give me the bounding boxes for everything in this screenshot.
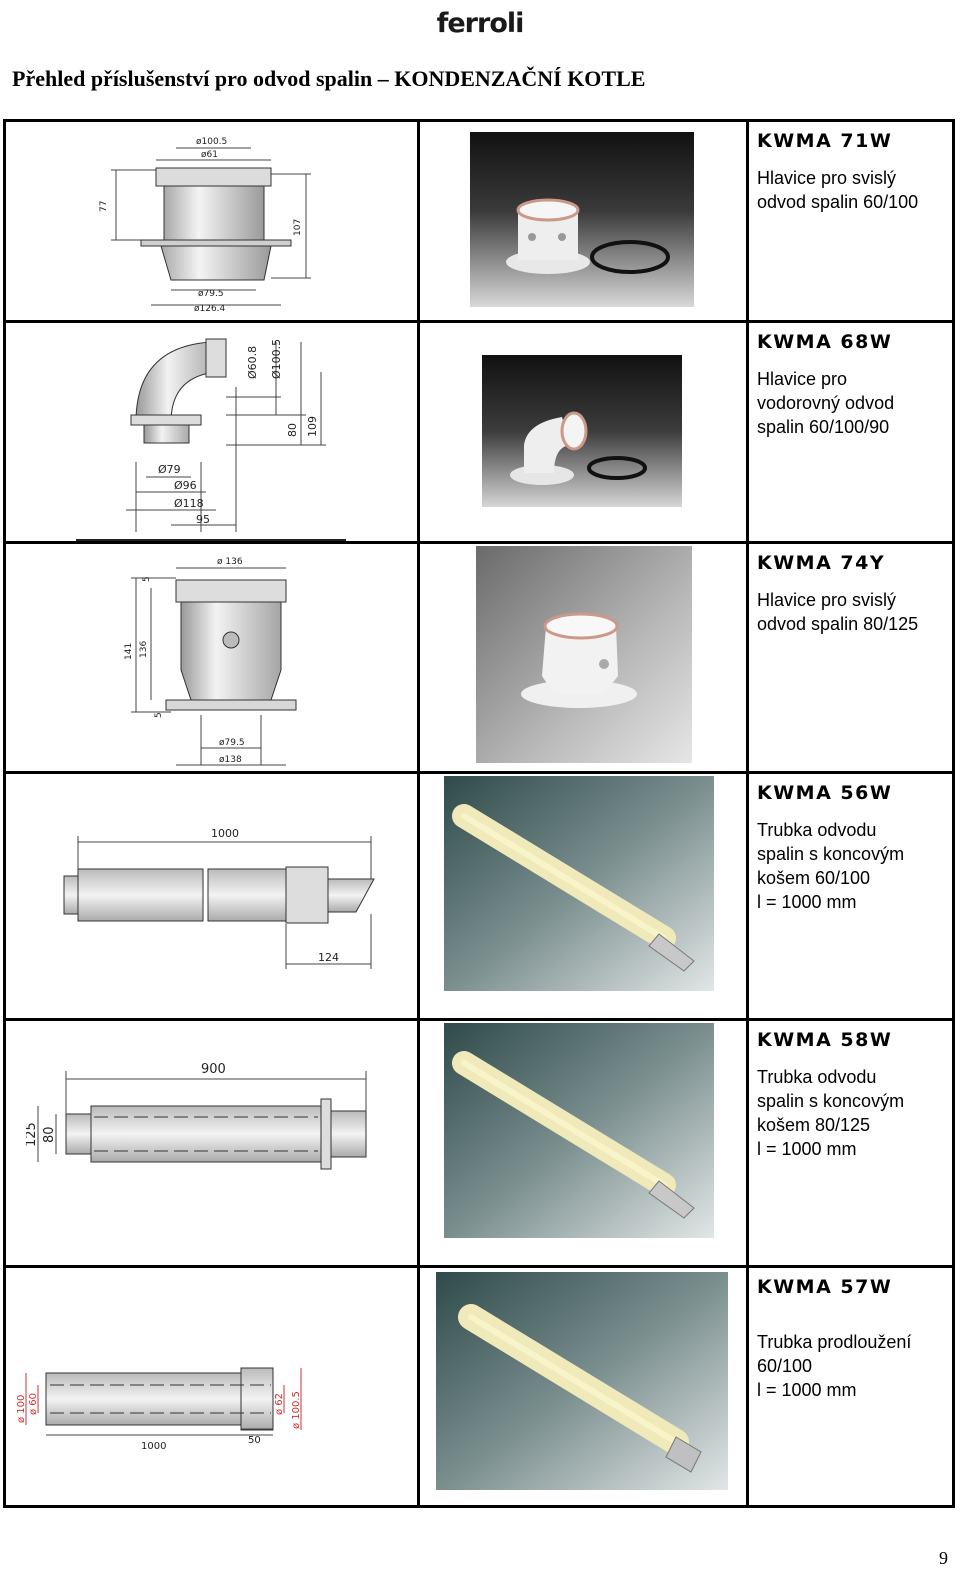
dimension-label: Ø100.5 [270,339,283,379]
dimension-label: Ø60.8 [246,346,259,379]
product-photo [482,355,682,507]
product-code: KWMA 57W [757,1276,893,1298]
product-photo-cell [420,544,749,771]
table-row: ø 136 5 141 136 5 ø79.5 ø138 K [6,544,952,774]
dimension-label: 109 [306,416,319,437]
page-title: Přehled příslušenství pro odvod spalin –… [12,66,646,91]
technical-drawing: ø 100 ø 60 ø 62 ø 100.5 1000 50 [16,1367,302,1452]
product-code: KWMA 56W [757,782,893,804]
technical-drawing: 1000 124 [63,827,375,969]
dimension-label: ø138 [219,755,242,765]
dimension-label: 1000 [141,1441,166,1452]
dimension-label: ø61 [201,150,218,160]
dimension-label: ø79.5 [219,738,245,748]
dimension-label: 50 [248,1435,261,1446]
dimension-label: ø 136 [217,557,243,567]
technical-drawing-cell: ø100.5 ø61 77 107 ø79.5 ø126.4 [6,122,420,320]
table-row: ø 100 ø 60 ø 62 ø 100.5 1000 50 [6,1268,952,1505]
dimension-label: 5 [142,576,152,582]
dimension-label: ø79.5 [198,289,224,299]
product-photo [436,1272,728,1490]
product-photo-cell [420,774,749,1018]
dimension-label: 107 [293,219,303,236]
dimension-label: 80 [286,423,299,437]
technical-drawing-cell: Ø60.8 Ø100.5 80 109 Ø79 Ø96 Ø118 95 [6,323,420,541]
dimension-label: 125 [26,1122,39,1147]
technical-drawing: ø100.5 ø61 77 107 ø79.5 ø126.4 [99,137,311,314]
table-row: ø100.5 ø61 77 107 ø79.5 ø126.4 [6,122,952,323]
ferroli-logo: ferroli [437,8,525,39]
dimension-label: Ø96 [174,479,197,492]
technical-drawing-cell: ø 100 ø 60 ø 62 ø 100.5 1000 50 [6,1268,420,1505]
dimension-label: ø 62 [274,1393,285,1415]
product-code: KWMA 71W [757,130,893,152]
dimension-label: 136 [139,641,149,658]
product-code: KWMA 74Y [757,552,886,574]
product-photo-cell [420,1021,749,1265]
dimension-label: 5 [154,712,164,718]
technical-drawing: Ø60.8 Ø100.5 80 109 Ø79 Ø96 Ø118 95 [126,338,326,532]
dimension-label: 900 [201,1062,226,1077]
dimension-label: 95 [196,513,210,526]
technical-drawing-cell: 900 125 80 [6,1021,420,1265]
technical-drawing: ø 136 5 141 136 5 ø79.5 ø138 [124,557,297,766]
product-photo [476,546,692,763]
technical-drawing: 900 125 80 [26,1062,367,1170]
dimension-label: ø 60 [28,1393,39,1415]
dimension-label: ø 100.5 [291,1391,302,1429]
product-photo [444,1023,714,1238]
product-photo-cell [420,122,749,320]
dimension-label: ø 100 [16,1395,27,1423]
dimension-label: Ø118 [174,497,204,510]
dimension-label: 77 [99,201,109,212]
technical-drawing-cell: ø 136 5 141 136 5 ø79.5 ø138 [6,544,420,771]
technical-drawing-cell: 1000 124 [6,774,420,1018]
dimension-label: ø100.5 [196,137,227,147]
dimension-label: 124 [318,951,339,964]
accessories-table: ø100.5 ø61 77 107 ø79.5 ø126.4 [3,119,955,1508]
product-code: KWMA 58W [757,1029,893,1051]
product-photo-cell [420,323,749,541]
product-photo [444,776,714,991]
product-photo [470,132,694,307]
dimension-label: 80 [42,1126,57,1143]
dimension-label: Ø79 [158,463,181,476]
product-photo-cell [420,1268,749,1505]
table-row: Ø60.8 Ø100.5 80 109 Ø79 Ø96 Ø118 95 [6,323,952,544]
logo-text: ferroli [437,8,524,39]
page-number: 9 [939,1548,948,1568]
dimension-label: 1000 [211,827,239,840]
divider [76,539,346,541]
dimension-label: ø126.4 [194,304,226,314]
product-code: KWMA 68W [757,331,893,353]
dimension-label: 141 [124,643,134,660]
